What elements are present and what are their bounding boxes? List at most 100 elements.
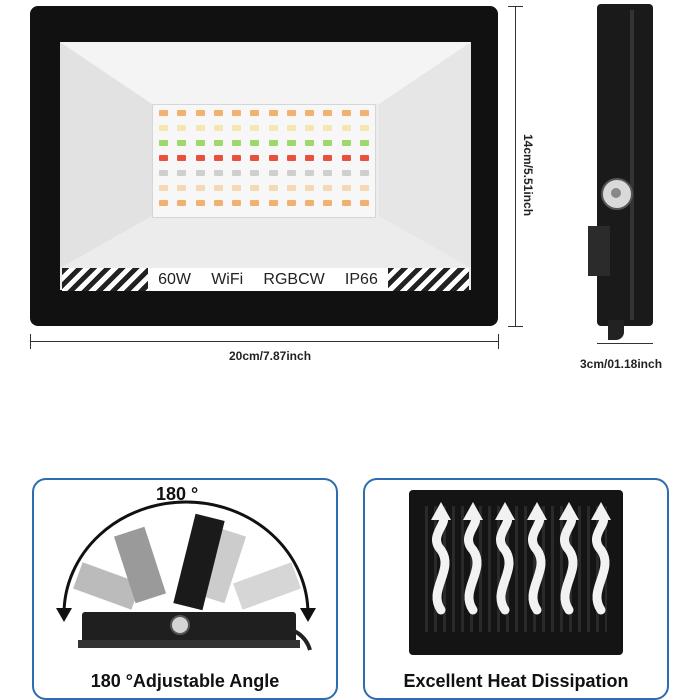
heat-arrow-head-icon <box>463 502 483 520</box>
led-chip <box>268 169 278 176</box>
led-chip <box>250 169 260 176</box>
led-chip <box>232 184 242 191</box>
led-chip <box>323 169 333 176</box>
led-chip <box>359 169 369 176</box>
rotation-illustration <box>56 500 316 651</box>
led-chip <box>341 154 351 161</box>
led-chip <box>177 124 187 131</box>
led-chip <box>250 199 260 206</box>
led-chip <box>341 184 351 191</box>
led-chip <box>286 184 296 191</box>
led-chip <box>323 154 333 161</box>
reflector-shading <box>60 42 471 268</box>
led-chip <box>232 199 242 206</box>
led-chip <box>341 109 351 116</box>
led-chip <box>323 124 333 131</box>
led-chip <box>177 139 187 146</box>
heat-arrow-head-icon <box>559 502 579 520</box>
led-chip <box>177 154 187 161</box>
height-dimension-text: 14cm/5.51inch <box>521 133 535 217</box>
led-chip <box>177 184 187 191</box>
width-dimension-cap-left <box>30 334 31 349</box>
led-chip <box>341 139 351 146</box>
heat-wave-arrow <box>560 511 578 615</box>
led-chip <box>359 124 369 131</box>
led-chip <box>268 184 278 191</box>
led-chip <box>305 154 315 161</box>
led-row <box>153 135 375 150</box>
led-row <box>153 195 375 210</box>
spec-wifi: WiFi <box>211 270 244 288</box>
spec-color: RGBCW <box>263 270 325 288</box>
led-chip <box>305 169 315 176</box>
led-chip <box>305 184 315 191</box>
led-chip <box>286 124 296 131</box>
led-chip <box>177 109 187 116</box>
heat-arrow-head-icon <box>527 502 547 520</box>
led-chip <box>213 184 223 191</box>
width-dimension-line <box>30 341 498 342</box>
led-chip <box>341 169 351 176</box>
heat-arrow-head-icon <box>495 502 515 520</box>
led-chip <box>177 169 187 176</box>
led-chip <box>159 199 168 206</box>
led-chip <box>305 124 315 131</box>
angle-label: 180 ° <box>156 484 199 504</box>
led-chip <box>159 124 168 131</box>
led-chip <box>268 199 278 206</box>
heat-wave-arrow <box>432 511 450 615</box>
depth-dimension-line <box>597 343 653 344</box>
bracket-knob-center <box>611 188 621 198</box>
led-chip <box>341 124 351 131</box>
led-chip <box>268 154 278 161</box>
led-row <box>153 120 375 135</box>
led-chip <box>232 154 242 161</box>
led-chip <box>268 139 278 146</box>
led-chip <box>177 199 187 206</box>
led-chip <box>341 199 351 206</box>
heat-wave-arrow <box>528 511 546 615</box>
led-chip <box>232 139 242 146</box>
led-chip <box>232 109 242 116</box>
height-dimension-cap-top <box>508 6 523 7</box>
spec-ip-rating: IP66 <box>344 270 378 288</box>
depth-dimension-text: 3cm/01.18inch <box>579 357 663 371</box>
led-chip <box>359 154 369 161</box>
led-chip <box>359 184 369 191</box>
led-chip <box>359 139 369 146</box>
power-cable <box>608 320 624 340</box>
led-chip <box>250 154 260 161</box>
side-bracket <box>588 226 610 276</box>
led-chip <box>286 109 296 116</box>
led-chip <box>323 199 333 206</box>
led-chip <box>159 109 168 116</box>
floodlight-side-view <box>597 4 653 326</box>
led-chip <box>195 169 205 176</box>
led-chip <box>195 154 205 161</box>
led-chip <box>250 139 260 146</box>
heat-arrow-head-icon <box>431 502 451 520</box>
led-chip <box>359 199 369 206</box>
led-chip <box>195 199 205 206</box>
led-chip <box>286 154 296 161</box>
led-chip <box>286 169 296 176</box>
spec-power: 60W <box>158 270 191 288</box>
led-chip <box>305 199 315 206</box>
led-row <box>153 105 375 120</box>
led-chip <box>195 184 205 191</box>
feature-heat-dissipation: Excellent Heat Dissipation <box>363 478 669 700</box>
height-dimension-cap-bottom <box>508 326 523 327</box>
led-chip <box>195 139 205 146</box>
led-chip <box>159 169 168 176</box>
led-chip <box>159 184 168 191</box>
feature-caption-heat: Excellent Heat Dissipation <box>403 671 629 691</box>
led-chip <box>359 109 369 116</box>
heat-arrow-head-icon <box>591 502 611 520</box>
led-chip <box>250 184 260 191</box>
led-chip <box>195 109 205 116</box>
led-row <box>153 165 375 180</box>
led-chip <box>323 109 333 116</box>
heat-wave-arrow <box>464 511 482 615</box>
led-chip <box>213 154 223 161</box>
side-rib <box>630 10 634 320</box>
